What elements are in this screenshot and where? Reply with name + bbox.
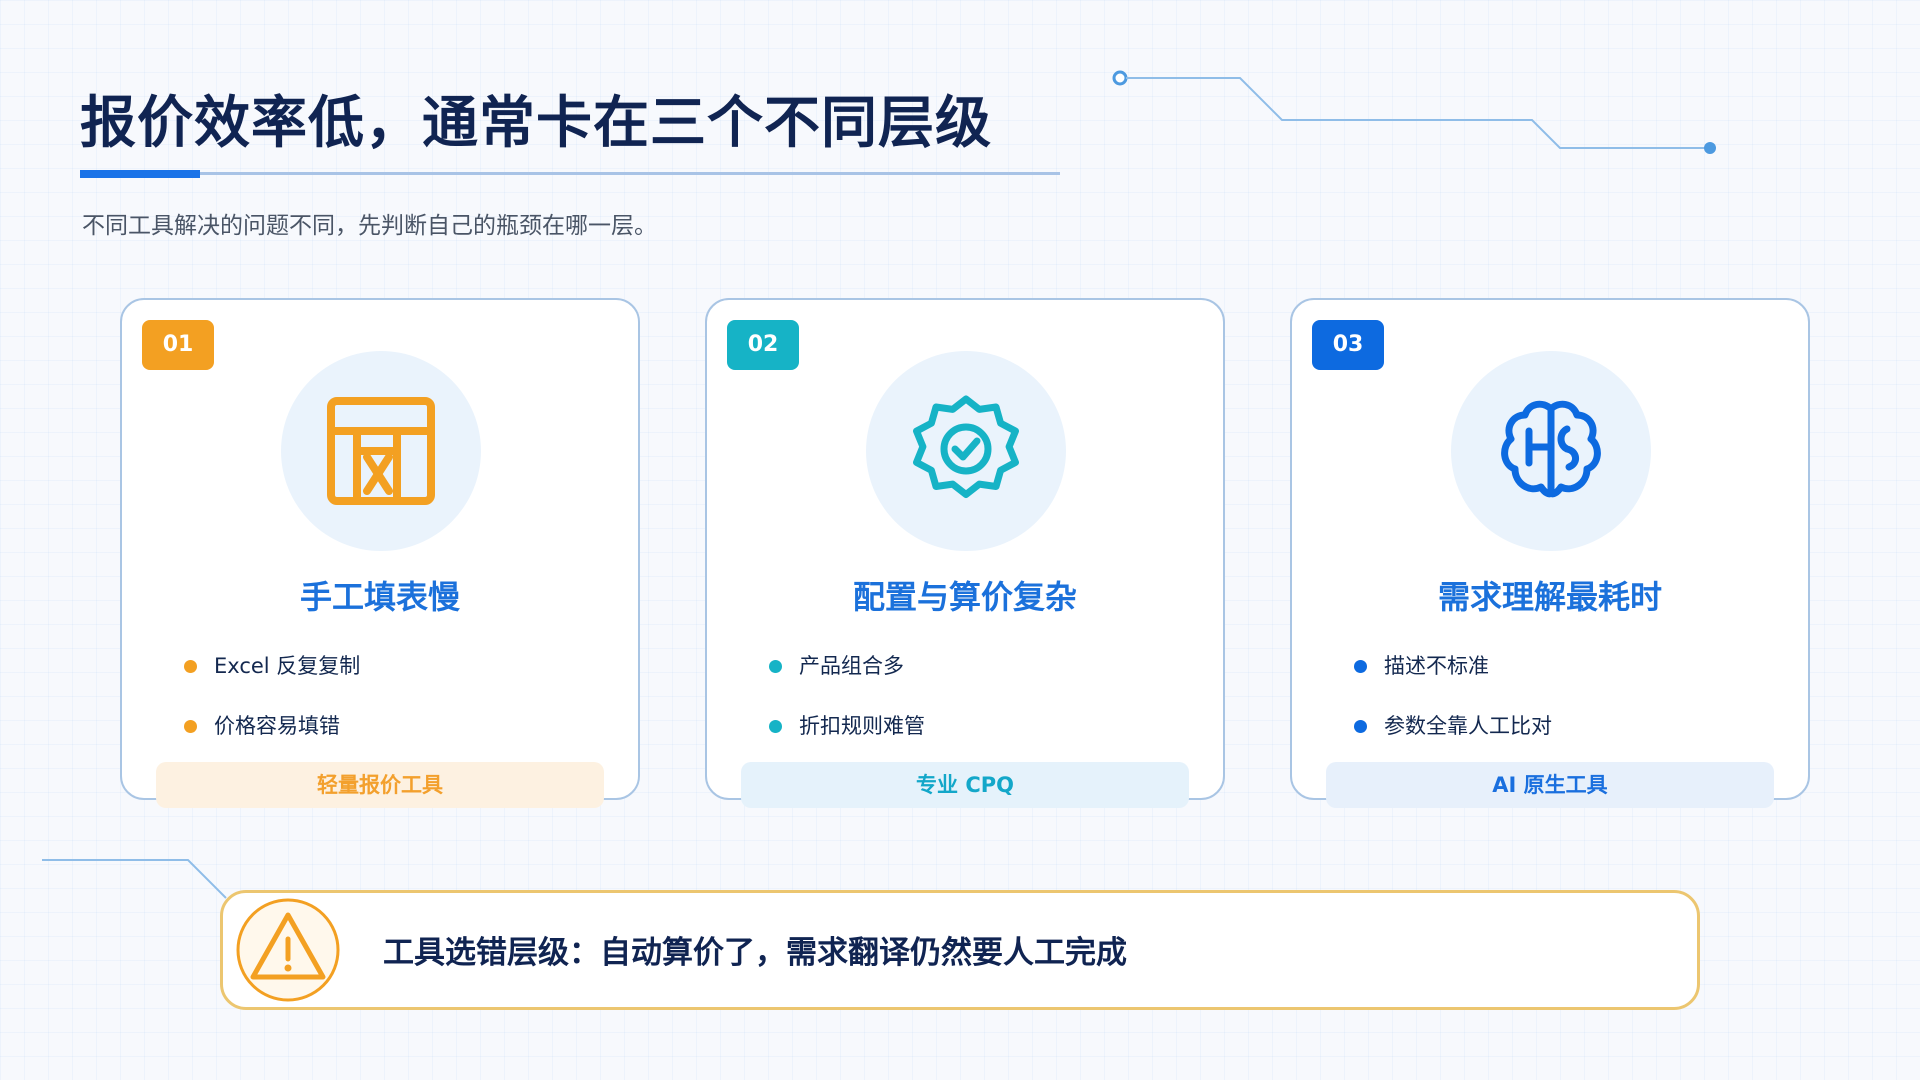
- list-item: Excel 反复复制: [184, 652, 360, 712]
- solution-tag: 轻量报价工具: [156, 762, 604, 808]
- brain-icon: [1501, 400, 1601, 498]
- bullet-dot: [184, 660, 197, 673]
- card-number-badge: 03: [1312, 320, 1384, 370]
- card-icon-circle: [1451, 351, 1651, 551]
- bullet-dot: [184, 720, 197, 733]
- bullet-dot: [769, 720, 782, 733]
- level-card-2: 02 配置与算价复杂 产品组合多 折扣规则难管 专业 CPQ: [705, 298, 1225, 808]
- card-title: 配置与算价复杂: [852, 578, 1077, 616]
- level-card-3: 03 需求理解最耗时 描述不标准 参数全靠人工比对 AI 原生工具: [1290, 298, 1810, 808]
- card-bullet-list: Excel 反复复制 价格容易填错: [184, 652, 360, 772]
- title-underline: [80, 172, 1060, 175]
- bullet-dot: [1354, 660, 1367, 673]
- solution-tag: 专业 CPQ: [741, 762, 1189, 808]
- card-icon-circle: [866, 351, 1066, 551]
- list-item: 折扣规则难管: [769, 712, 925, 772]
- card-title: 需求理解最耗时: [1437, 578, 1662, 616]
- level-card-1: 01 手工填表慢 Excel 反复复制 价格容易填错 轻量报价工具: [120, 298, 640, 808]
- solution-tag: AI 原生工具: [1326, 762, 1774, 808]
- page-title: 报价效率低，通常卡在三个不同层级: [80, 91, 992, 156]
- bullet-text: 价格容易填错: [214, 714, 340, 738]
- badge-check-icon: [913, 395, 1019, 498]
- card-icon-circle: [281, 351, 481, 551]
- bullet-text: 产品组合多: [799, 654, 904, 678]
- card-number-badge: 01: [142, 320, 214, 370]
- list-item: 价格容易填错: [184, 712, 360, 772]
- bullet-text: 描述不标准: [1384, 654, 1489, 678]
- title-underline-accent: [80, 170, 200, 178]
- list-item: 参数全靠人工比对: [1354, 712, 1552, 772]
- card-title: 手工填表慢: [299, 578, 460, 616]
- card-number-badge: 02: [727, 320, 799, 370]
- bullet-dot: [769, 660, 782, 673]
- warning-icon-wrap: [235, 897, 341, 1003]
- spreadsheet-icon: [327, 397, 435, 505]
- bullet-text: Excel 反复复制: [214, 654, 361, 678]
- warning-triangle-icon: [236, 898, 340, 1002]
- bullet-dot: [1354, 720, 1367, 733]
- card-bullet-list: 描述不标准 参数全靠人工比对: [1354, 652, 1552, 772]
- list-item: 产品组合多: [769, 652, 925, 712]
- warning-callout: 工具选错层级：自动算价了，需求翻译仍然要人工完成: [220, 890, 1700, 1010]
- page-subtitle: 不同工具解决的问题不同，先判断自己的瓶颈在哪一层。: [82, 213, 657, 239]
- card-bullet-list: 产品组合多 折扣规则难管: [769, 652, 925, 772]
- list-item: 描述不标准: [1354, 652, 1552, 712]
- warning-text: 工具选错层级：自动算价了，需求翻译仍然要人工完成: [383, 935, 1127, 971]
- bullet-text: 参数全靠人工比对: [1384, 714, 1552, 738]
- bullet-text: 折扣规则难管: [799, 714, 925, 738]
